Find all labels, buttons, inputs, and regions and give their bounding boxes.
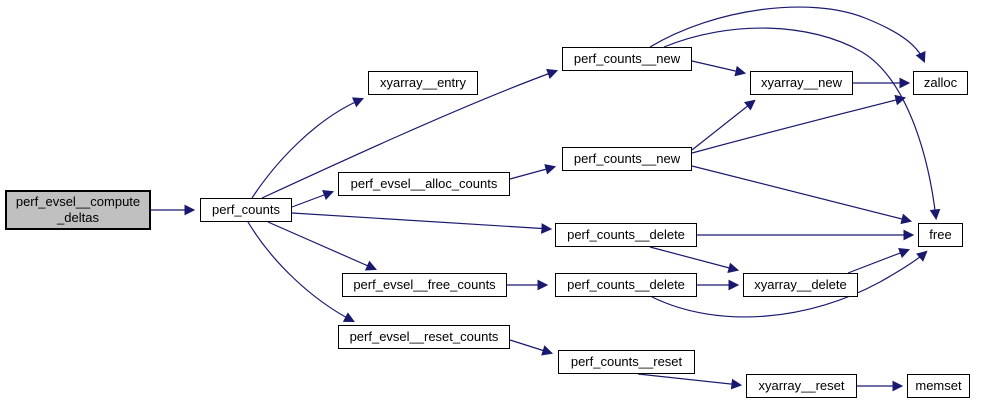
node-label: perf_counts__new bbox=[573, 150, 681, 166]
edge-perf-counts-new-2-to-free bbox=[691, 165, 913, 225]
node-label: xyarray__delete bbox=[754, 276, 847, 292]
node-perf-evsel-compute-deltas: perf_evsel__compute _deltas bbox=[5, 190, 151, 230]
edge-perf-counts-delete-2-to-free bbox=[651, 250, 928, 318]
edge-perf-counts-new-2-to-zalloc bbox=[691, 94, 907, 154]
node-label: free bbox=[929, 226, 952, 242]
node-label: perf_evsel__alloc_counts bbox=[350, 175, 498, 191]
node-xyarray-entry[interactable]: xyarray__entry bbox=[368, 71, 478, 95]
node-xyarray-reset[interactable]: xyarray__reset bbox=[746, 374, 857, 398]
node-label: xyarray__new bbox=[761, 74, 842, 90]
node-label: perf_evsel__free_counts bbox=[353, 276, 496, 292]
node-label: perf_counts__new bbox=[573, 50, 681, 66]
node-label: perf_counts bbox=[212, 201, 280, 217]
edge-perf-counts-to-perf-counts-new-1 bbox=[261, 68, 559, 199]
node-zalloc[interactable]: zalloc bbox=[913, 71, 968, 95]
node-memset[interactable]: memset bbox=[907, 374, 970, 398]
node-perf-counts-delete-1[interactable]: perf_counts__delete bbox=[555, 223, 697, 247]
edge-perf-counts-new-1-to-xyarray-new bbox=[691, 60, 747, 77]
node-perf-counts-new-1[interactable]: perf_counts__new bbox=[562, 47, 692, 71]
node-perf-evsel-alloc-counts[interactable]: perf_evsel__alloc_counts bbox=[338, 172, 510, 196]
node-label: perf_evsel__compute _deltas bbox=[15, 193, 141, 225]
edge-alloc-counts-to-perf-counts-new-2 bbox=[509, 164, 557, 180]
edge-perf-counts-delete-1-to-xyarray-delete bbox=[649, 246, 740, 274]
node-label: perf_counts__delete bbox=[567, 226, 685, 242]
node-perf-evsel-reset-counts[interactable]: perf_evsel__reset_counts bbox=[338, 325, 510, 349]
edge-perf-counts-to-xyarray-entry bbox=[251, 97, 364, 199]
edge-reset-counts-to-perf-counts-reset bbox=[509, 339, 554, 356]
node-label: perf_counts__reset bbox=[570, 353, 683, 369]
node-perf-counts-reset[interactable]: perf_counts__reset bbox=[558, 350, 695, 374]
node-xyarray-new[interactable]: xyarray__new bbox=[750, 71, 853, 95]
node-label: perf_counts__delete bbox=[567, 276, 685, 292]
edge-perf-counts-new-1-to-free bbox=[663, 27, 941, 221]
node-free[interactable]: free bbox=[918, 223, 963, 247]
edge-perf-counts-to-free-counts bbox=[267, 221, 377, 271]
node-label: xyarray__reset bbox=[758, 377, 845, 393]
node-perf-evsel-free-counts[interactable]: perf_evsel__free_counts bbox=[342, 273, 507, 297]
node-label: zalloc bbox=[923, 74, 958, 90]
edge-perf-counts-new-2-to-xyarray-new bbox=[691, 99, 756, 151]
node-label: perf_evsel__reset_counts bbox=[349, 328, 499, 344]
node-perf-counts-delete-2[interactable]: perf_counts__delete bbox=[555, 273, 697, 297]
edge-xyarray-delete-to-free bbox=[847, 248, 911, 274]
node-perf-counts[interactable]: perf_counts bbox=[200, 198, 292, 222]
edge-perf-counts-to-reset-counts bbox=[247, 221, 355, 322]
edge-perf-counts-to-perf-counts-delete-1 bbox=[291, 212, 553, 234]
edge-perf-counts-reset-to-xyarray-reset bbox=[637, 373, 743, 390]
node-label: xyarray__entry bbox=[380, 74, 466, 90]
node-label: memset bbox=[915, 377, 962, 393]
edge-perf-counts-new-1-to-zalloc bbox=[649, 6, 926, 63]
node-xyarray-delete[interactable]: xyarray__delete bbox=[743, 273, 858, 297]
edge-perf-counts-to-alloc-counts bbox=[291, 189, 335, 208]
node-perf-counts-new-2[interactable]: perf_counts__new bbox=[562, 147, 692, 171]
